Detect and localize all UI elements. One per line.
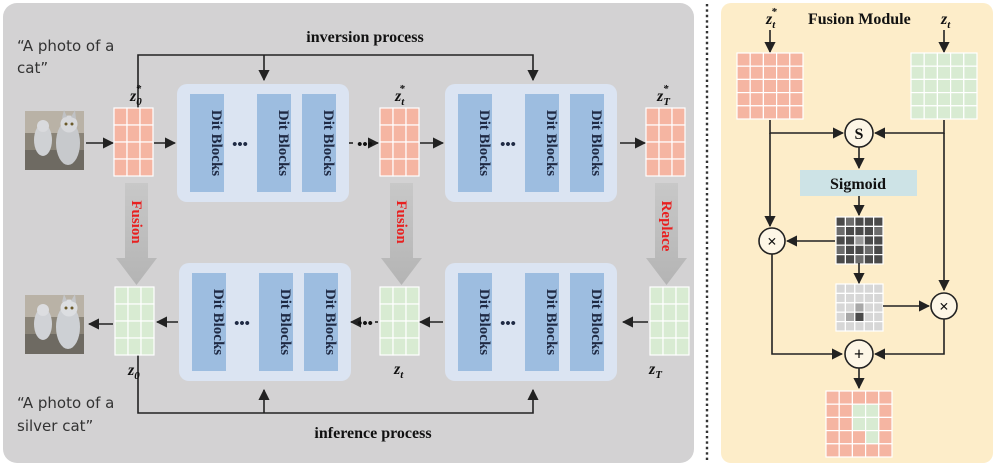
select-symbol: S	[855, 126, 864, 143]
label-z0: z0	[127, 362, 140, 382]
multiply-symbol-left: ×	[767, 232, 777, 251]
label-zT: zT	[648, 361, 663, 381]
label-zT-star: zT*	[656, 83, 671, 108]
dit-block-label: Dit Blocks	[210, 289, 226, 355]
fm-grid-input-right	[910, 52, 978, 120]
fm-grid-output	[825, 390, 893, 458]
ellipsis-top-between: •••	[357, 137, 373, 153]
multiply-symbol-right: ×	[939, 297, 949, 316]
fm-input-label-left: zt*	[765, 6, 777, 31]
sigmoid-box	[800, 170, 917, 196]
dit-block-label: Dit Blocks	[588, 110, 604, 176]
latent-zt	[379, 286, 420, 356]
label-zt: zt	[393, 361, 404, 381]
dit-ellipsis: •••	[232, 137, 248, 153]
dit-panel-inference-2: Dit Blocks Dit Blocks Dit Blocks •••	[445, 263, 617, 381]
dit-block-label: Dit Blocks	[588, 289, 604, 355]
dit-ellipsis: •••	[500, 316, 516, 332]
fusion-arrow-middle	[381, 183, 422, 285]
multiply-left-to-add	[771, 254, 844, 360]
dit-block: Dit Blocks	[302, 94, 336, 192]
latent-zT-star	[645, 107, 686, 177]
latent-z0	[114, 286, 155, 356]
latent-z0-star	[113, 107, 154, 177]
latent-zt-star	[379, 107, 420, 177]
inference-line	[137, 355, 539, 414]
inference-process-label: inference process	[314, 425, 431, 442]
dit-block-label: Dit Blocks	[476, 110, 492, 176]
fusion-arrow-left	[116, 183, 157, 285]
dit-block: Dit Blocks	[570, 94, 604, 192]
dit-panel-inference-1: Dit Blocks Dit Blocks Dit Blocks •••	[179, 263, 351, 381]
dit-block: Dit Blocks	[257, 94, 291, 192]
fusion-label-left: Fusion	[128, 200, 144, 244]
latent-zT	[649, 286, 690, 356]
source-cat-image	[25, 110, 84, 170]
dit-block: Dit Blocks	[304, 273, 338, 371]
label-zt-star: zt*	[394, 83, 405, 108]
label-z0-star: z0*	[129, 83, 142, 108]
dit-block-label: Dit Blocks	[320, 110, 336, 176]
bottom-prompt-line1: “A photo of a	[17, 394, 114, 412]
edited-cat-image	[25, 294, 84, 354]
multiply-right-to-add	[873, 319, 945, 360]
top-prompt-line1: “A photo of a	[17, 37, 114, 55]
dit-block-label: Dit Blocks	[476, 289, 492, 355]
dit-block: Dit Blocks	[192, 273, 226, 371]
dit-block-label: Dit Blocks	[277, 289, 293, 355]
bottom-prompt-line2: silver cat”	[17, 417, 93, 435]
sigmoid-label: Sigmoid	[830, 176, 886, 193]
inversion-line	[137, 54, 539, 122]
dit-block: Dit Blocks	[525, 273, 559, 371]
add-symbol: +	[854, 344, 864, 364]
fm-grid-sigmoid-mask	[835, 216, 884, 265]
replace-arrow	[646, 183, 687, 285]
dit-block: Dit Blocks	[525, 94, 559, 192]
fusion-module-title: Fusion Module	[808, 11, 911, 28]
fusion-label-middle: Fusion	[393, 200, 409, 244]
dit-block-label: Dit Blocks	[543, 289, 559, 355]
dit-block: Dit Blocks	[458, 94, 492, 192]
replace-label: Replace	[658, 201, 674, 252]
dit-block-label: Dit Blocks	[543, 110, 559, 176]
dit-block: Dit Blocks	[259, 273, 293, 371]
top-prompt-line2: cat”	[17, 59, 48, 77]
dit-block: Dit Blocks	[458, 273, 492, 371]
dit-panel-inversion-1: Dit Blocks Dit Blocks Dit Blocks •••	[177, 84, 349, 202]
dit-block-label: Dit Blocks	[208, 110, 224, 176]
fm-input-label-right: zt	[940, 11, 951, 31]
fm-grid-inverse-mask	[835, 283, 884, 332]
dit-block: Dit Blocks	[190, 94, 224, 192]
dit-panel-inversion-2: Dit Blocks Dit Blocks Dit Blocks •••	[445, 84, 617, 202]
dit-block-label: Dit Blocks	[322, 289, 338, 355]
dit-ellipsis: •••	[234, 316, 250, 332]
inversion-process-label: inversion process	[306, 29, 423, 46]
dit-block: Dit Blocks	[570, 273, 604, 371]
dit-ellipsis: •••	[500, 137, 516, 153]
fm-grid-input-left	[736, 52, 804, 120]
dit-block-label: Dit Blocks	[275, 110, 291, 176]
ellipsis-bottom-between: •••	[357, 316, 373, 332]
